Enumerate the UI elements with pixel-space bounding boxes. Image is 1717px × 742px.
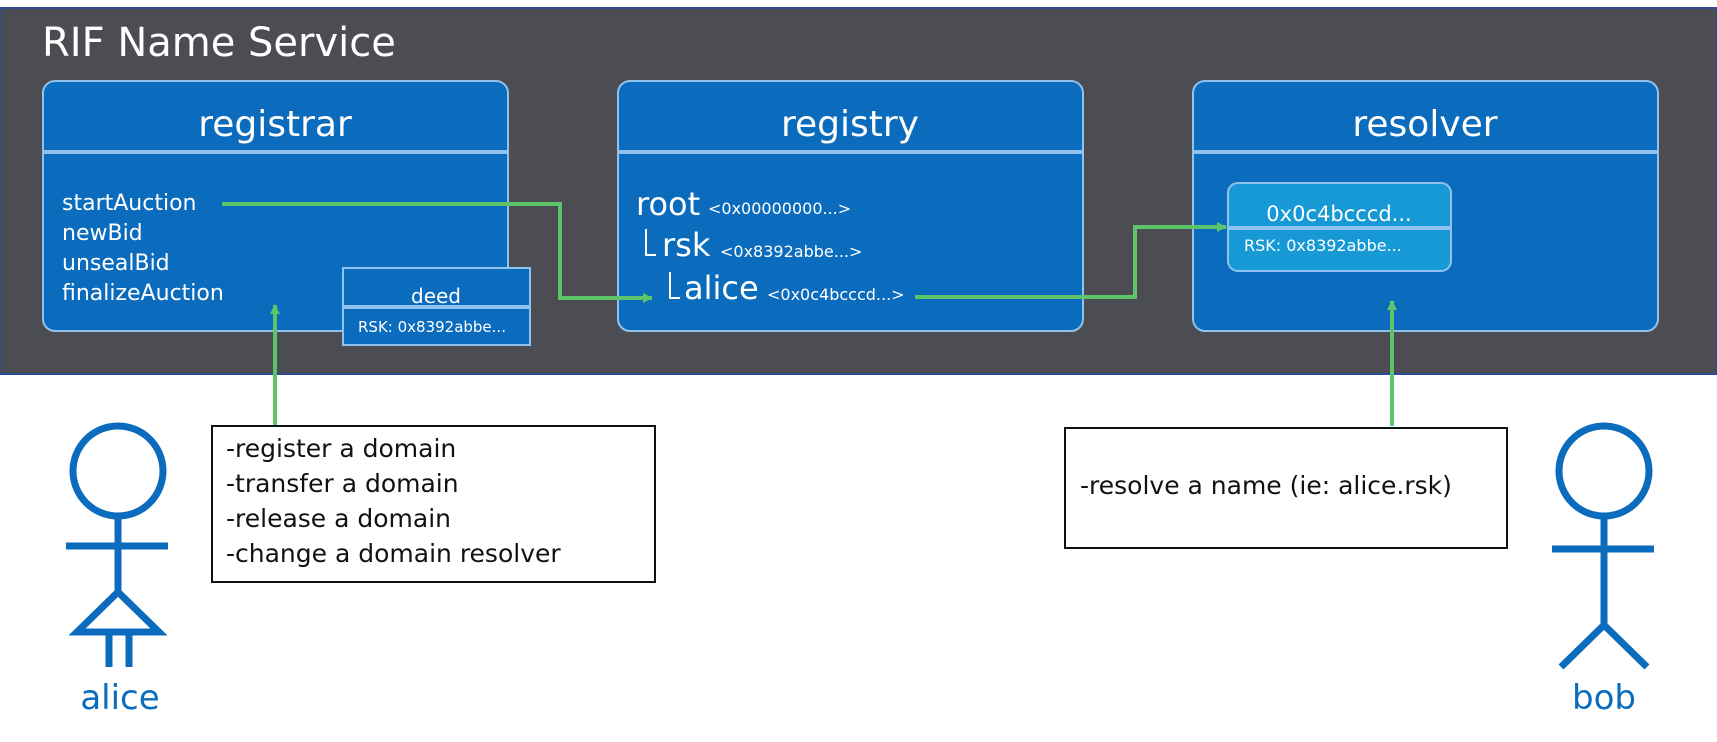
note-line: -resolve a name (ie: alice.rsk) <box>1080 471 1452 500</box>
note-line: -transfer a domain <box>226 469 459 498</box>
registrar-function: unsealBid <box>62 251 170 276</box>
registry-node-name: root <box>636 185 700 223</box>
arrow-alice-to-resolver <box>915 222 1227 299</box>
note-line: -release a domain <box>226 504 451 533</box>
alice-label: alice <box>80 678 159 718</box>
bob-label: bob <box>1572 678 1636 718</box>
resolver-record-value: RSK: 0x8392abbe... <box>1244 236 1402 255</box>
tree-connector <box>645 229 656 256</box>
registry-title: registry <box>781 104 919 145</box>
registry-node-addr: <0x8392abbe...> <box>720 242 862 261</box>
note-line: -change a domain resolver <box>226 539 561 568</box>
arrow-startauction-to-alice <box>222 202 653 303</box>
alice-actions-note: -register a domain -transfer a domain -r… <box>211 425 656 583</box>
registry-node-name: alice <box>684 269 759 307</box>
resolver-title: resolver <box>1352 104 1497 145</box>
tree-connector <box>669 272 680 299</box>
resolver-record-box: 0x0c4bcccd... RSK: 0x8392abbe... <box>1227 182 1452 272</box>
registrar-function: startAuction <box>62 191 196 216</box>
registrar-function: finalizeAuction <box>62 281 224 306</box>
registry-node-name: rsk <box>662 226 711 264</box>
bob-figure-icon <box>1552 422 1654 670</box>
resolver-record-title: 0x0c4bcccd... <box>1266 202 1411 226</box>
note-line: -register a domain <box>226 434 456 463</box>
registry-node-addr: <0x0c4bcccd...> <box>767 285 905 304</box>
registry-node-addr: <0x00000000...> <box>708 199 851 218</box>
bob-actions-note: -resolve a name (ie: alice.rsk) <box>1064 427 1508 549</box>
deed-box: deed RSK: 0x8392abbe... <box>342 267 531 346</box>
deed-title: deed <box>411 284 461 308</box>
service-title: RIF Name Service <box>42 20 396 66</box>
alice-figure-icon <box>66 422 168 667</box>
registrar-function: newBid <box>62 221 143 246</box>
deed-value: RSK: 0x8392abbe... <box>358 318 506 336</box>
registry-box: registry root <0x00000000...> rsk <0x839… <box>617 80 1084 332</box>
registrar-title: registrar <box>198 104 352 145</box>
